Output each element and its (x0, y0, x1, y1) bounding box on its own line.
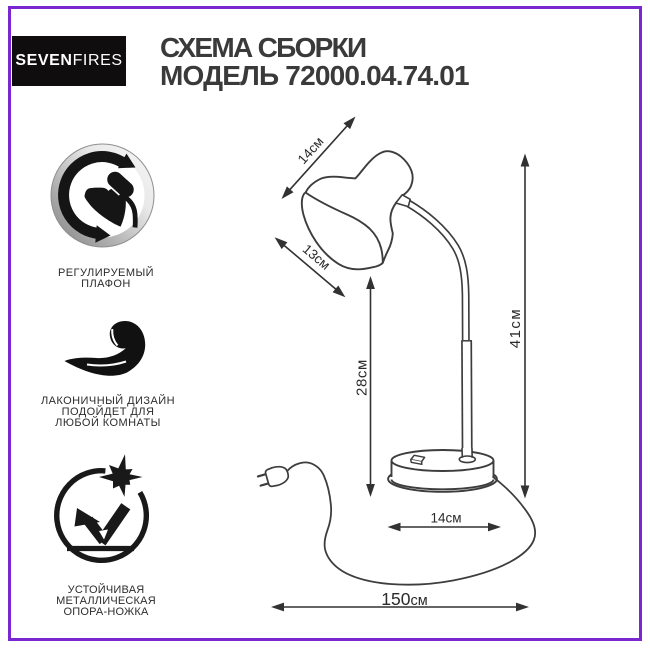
svg-text:28см: 28см (354, 359, 371, 396)
svg-text:150см: 150см (381, 589, 427, 609)
svg-text:41см: 41см (507, 308, 524, 349)
svg-text:14см: 14см (430, 511, 461, 526)
svg-text:14см: 14см (295, 134, 327, 167)
